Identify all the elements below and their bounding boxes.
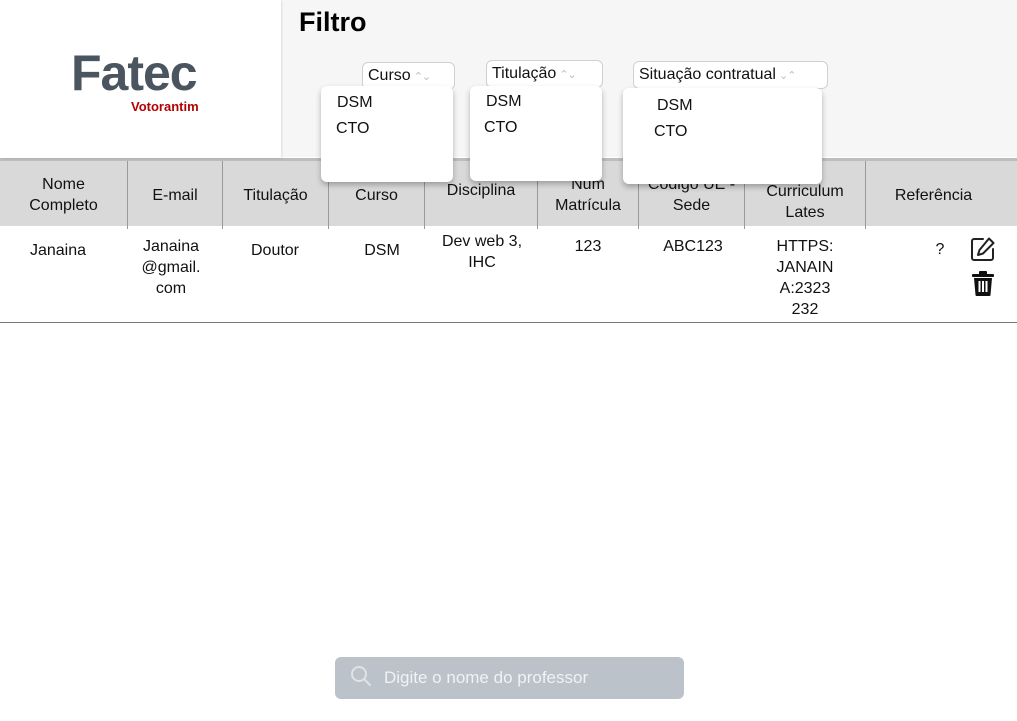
- search-bar: [335, 657, 684, 699]
- curso-option-cto[interactable]: CTO: [336, 120, 370, 137]
- search-icon: [350, 665, 372, 692]
- logo-votorantim: Votorantim: [131, 99, 199, 114]
- chevron-up-down-icon: ⌄⌃: [778, 69, 796, 82]
- situacao-option-dsm[interactable]: DSM: [657, 97, 693, 114]
- cell-matricula: 123: [574, 238, 602, 255]
- chevron-up-down-icon: ⌃⌄: [559, 68, 576, 81]
- logo-fatec: Fatec: [71, 45, 198, 101]
- curso-select[interactable]: Curso ⌃⌄: [362, 62, 455, 90]
- cell-codigo: ABC123: [663, 238, 723, 255]
- cell-email: Janaina @gmail. com: [141, 238, 201, 297]
- search-input[interactable]: [382, 667, 676, 689]
- curso-select-label: Curso: [368, 67, 411, 84]
- column-header-curso: Curso: [328, 161, 424, 229]
- curso-dropdown: DSM CTO: [321, 86, 453, 182]
- curso-option-dsm[interactable]: DSM: [337, 94, 373, 111]
- edit-icon[interactable]: [970, 236, 996, 267]
- situacao-select[interactable]: Situação contratual ⌄⌃: [633, 61, 828, 89]
- column-header-email: E-mail: [127, 161, 222, 229]
- situacao-option-cto[interactable]: CTO: [654, 123, 688, 140]
- column-header-disciplina: Disciplina: [424, 161, 537, 229]
- column-header-curriculum: Curriculum Lates: [744, 161, 865, 229]
- filter-title: Filtro: [299, 7, 367, 37]
- trash-icon[interactable]: [972, 271, 994, 301]
- logo-panel: Fatec Votorantim: [0, 0, 281, 158]
- situacao-dropdown: DSM CTO: [623, 88, 822, 184]
- table-row: Janaina Janaina @gmail. com Doutor DSM D…: [0, 226, 1017, 323]
- cell-curso: DSM: [364, 242, 400, 259]
- cell-nome: Janaina: [29, 242, 87, 259]
- column-header-referencia: Referência: [865, 161, 1017, 229]
- titulacao-option-dsm[interactable]: DSM: [486, 93, 522, 110]
- titulacao-option-cto[interactable]: CTO: [484, 119, 518, 136]
- cell-titulacao: Doutor: [250, 242, 300, 259]
- cell-curriculum[interactable]: HTTPS: JANAIN A:2323 232: [776, 238, 834, 318]
- titulacao-select[interactable]: Titulação ⌃⌄: [486, 60, 603, 88]
- cell-referencia: ?: [935, 241, 945, 258]
- titulacao-dropdown: DSM CTO: [470, 86, 602, 181]
- column-header-titulacao: Titulação: [222, 161, 328, 229]
- cell-disciplina: Dev web 3, IHC: [441, 233, 523, 271]
- titulacao-select-label: Titulação: [492, 65, 557, 82]
- column-header-nome: Nome Completo: [29, 176, 98, 214]
- chevron-up-down-icon: ⌃⌄: [413, 70, 431, 83]
- situacao-select-label: Situação contratual: [639, 66, 776, 83]
